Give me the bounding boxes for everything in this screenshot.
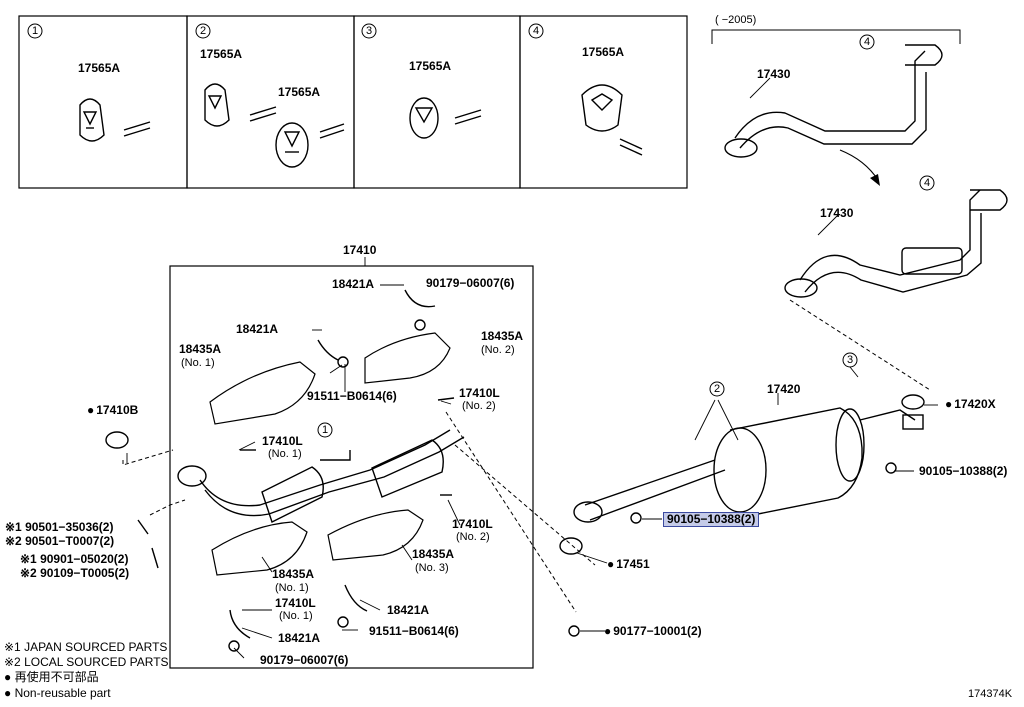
part-label[interactable]: 18421A — [387, 603, 430, 617]
callout-1-label: 1 — [32, 25, 39, 37]
part-label[interactable]: 17410L — [262, 434, 303, 448]
part-label[interactable]: 18421A — [236, 322, 279, 336]
hanger-icon — [581, 84, 643, 156]
hanger-icon — [204, 83, 277, 127]
gasket-17451 — [559, 537, 583, 555]
hanger-icon — [275, 122, 345, 168]
part-label[interactable]: 17430 — [757, 67, 791, 81]
part-label[interactable]: ※2 90501−T0007(2) — [5, 534, 115, 548]
part-label[interactable]: 90177−10001(2) — [604, 625, 701, 638]
gasket-17420x — [901, 394, 925, 410]
part-label[interactable]: ※1 90901−05020(2) — [20, 552, 129, 566]
bolt-91511 — [337, 356, 349, 368]
heat-shield-no2 — [364, 332, 451, 384]
part-label[interactable]: 17420X — [945, 398, 995, 411]
part-label-highlighted[interactable]: 90105−10388(2) — [663, 512, 760, 527]
nut-90177 — [568, 625, 580, 637]
spring-icon — [137, 519, 149, 535]
part-label[interactable]: 17410L — [275, 596, 316, 610]
part-label[interactable]: 91511−B0614(6) — [307, 389, 397, 403]
part-label[interactable]: 17420 — [767, 382, 801, 396]
diagram-code: 174374K — [968, 688, 1013, 700]
part-label[interactable]: ※1 90501−35036(2) — [5, 520, 114, 534]
bolt-90179b — [228, 640, 240, 652]
callout-4-label: 4 — [533, 25, 540, 37]
callout-3-label: 3 — [366, 25, 373, 37]
bolt-90105-b — [885, 462, 897, 474]
part-sublabel: (No. 2) — [456, 531, 490, 543]
callout-label: 1 — [322, 424, 329, 436]
part-label[interactable]: 17565A — [78, 61, 121, 75]
range-note: ( −2005) — [715, 14, 757, 26]
heat-shield-no3 — [327, 509, 424, 561]
hanger-icon — [409, 97, 482, 139]
inset-frame-1 — [18, 15, 188, 189]
part-label[interactable]: 17430 — [820, 206, 854, 220]
inset-frame-4 — [519, 15, 688, 189]
callout-label: 3 — [847, 354, 854, 366]
part-label[interactable]: 18435A — [481, 329, 524, 343]
part-sublabel: (No. 1) — [275, 582, 309, 594]
range-bracket — [711, 29, 961, 44]
main-muffler — [573, 407, 924, 523]
part-sublabel: (No. 1) — [268, 448, 302, 460]
part-label[interactable]: 17410L — [452, 517, 493, 531]
bolt-90179 — [414, 319, 426, 331]
part-label[interactable]: 17565A — [278, 85, 321, 99]
legend-japan: ※1 JAPAN SOURCED PARTS — [4, 640, 168, 654]
part-label[interactable]: 91511−B0614(6) — [369, 624, 459, 638]
part-sublabel: (No. 1) — [279, 610, 313, 622]
part-label[interactable]: ※2 90109−T0005(2) — [20, 566, 130, 580]
bolt-90105-a — [630, 512, 642, 524]
heat-shield-no1 — [209, 361, 316, 425]
callout-label: 4 — [864, 36, 871, 48]
part-label[interactable]: 17410 — [343, 243, 377, 257]
tail-pipe-upper — [724, 44, 943, 158]
legend-local: ※2 LOCAL SOURCED PARTS — [4, 655, 169, 669]
part-label[interactable]: 17451 — [607, 558, 649, 571]
part-label[interactable]: 17565A — [409, 59, 452, 73]
part-label[interactable]: 90179−06007(6) — [426, 276, 515, 290]
part-label[interactable]: 17565A — [200, 47, 243, 61]
heat-shield-no1b — [211, 521, 308, 576]
stud-icon — [151, 547, 159, 569]
callout-label: 4 — [924, 177, 931, 189]
part-label[interactable]: 17410L — [459, 386, 500, 400]
part-sublabel: (No. 2) — [462, 400, 496, 412]
part-sublabel: (No. 2) — [481, 344, 515, 356]
part-label[interactable]: 17410B — [87, 404, 138, 417]
callout-2-label: 2 — [200, 25, 207, 37]
arrow-icon — [839, 149, 879, 181]
hanger-icon — [79, 98, 151, 142]
gasket-17410b — [105, 431, 129, 449]
part-label[interactable]: 18421A — [278, 631, 321, 645]
part-label[interactable]: 90179−06007(6) — [260, 653, 349, 667]
part-sublabel: (No. 3) — [415, 562, 449, 574]
part-label[interactable]: 18421A — [332, 277, 375, 291]
assembly-frame — [169, 265, 534, 669]
legend-nonreusable: ● Non-reusable part — [4, 686, 111, 700]
legend-nonreusable-jp: ● 再使用不可部品 — [4, 670, 99, 684]
part-label[interactable]: 18435A — [272, 567, 315, 581]
front-pipe-assembly — [177, 429, 465, 523]
part-label[interactable]: 90105−10388(2) — [919, 464, 1008, 478]
part-label[interactable]: 18435A — [179, 342, 222, 356]
part-sublabel: (No. 1) — [181, 357, 215, 369]
tail-pipe-lower — [784, 189, 1008, 298]
bolt-91511b — [337, 616, 349, 628]
callout-label: 2 — [714, 383, 721, 395]
part-label[interactable]: 17565A — [582, 45, 625, 59]
clamps — [229, 289, 455, 639]
inset-frame-3 — [353, 15, 521, 189]
part-label[interactable]: 18435A — [412, 547, 455, 561]
